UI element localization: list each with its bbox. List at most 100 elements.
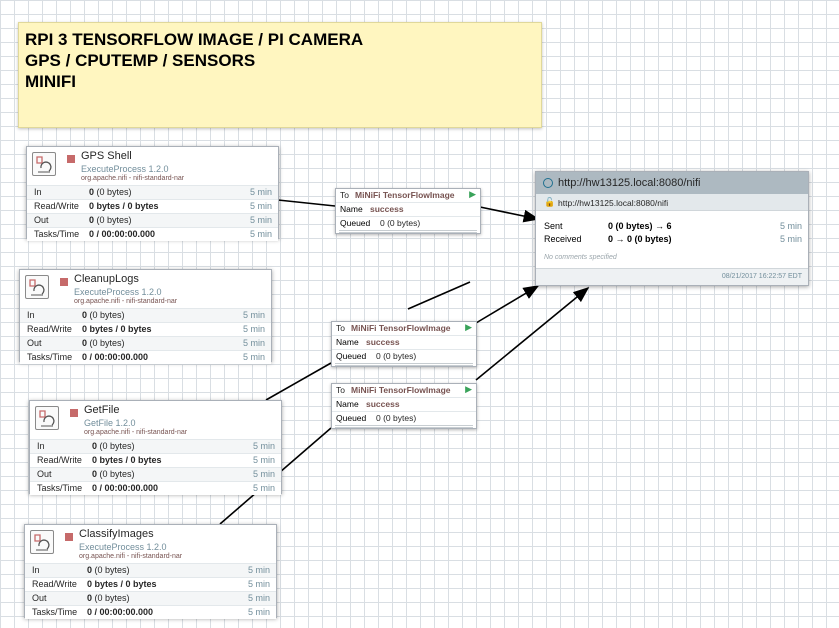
connection-destination: MiNiFi TensorFlowImage [351, 323, 451, 333]
rpg-sent-value: 0 (0 bytes) → 6 [608, 221, 672, 231]
rpg-received-value: 0 → 0 (0 bytes) [608, 234, 672, 244]
stat-label: Read/Write [37, 455, 82, 465]
label-line-1: RPI 3 TENSORFLOW IMAGE / PI CAMERA [25, 30, 364, 49]
queue-progress-bar [336, 230, 480, 233]
stat-suffix: (0 bytes) [92, 593, 130, 603]
label-note[interactable]: RPI 3 TENSORFLOW IMAGE / PI CAMERA GPS /… [18, 22, 542, 128]
play-icon: ▶ [465, 322, 472, 332]
connection-name-row: Name success [332, 398, 476, 412]
connection-line-cleanup[interactable] [407, 281, 471, 310]
stat-value: 0 bytes / 0 bytes [89, 201, 159, 211]
stat-value: 0 [82, 338, 88, 348]
processor-classifyimages[interactable]: ClassifyImages ExecuteProcess 1.2.0 org.… [24, 524, 277, 619]
processor-gps-shell[interactable]: GPS Shell ExecuteProcess 1.2.0 org.apach… [26, 146, 279, 241]
processor-cleanuplogs[interactable]: CleanupLogs ExecuteProcess 1.2.0 org.apa… [19, 269, 272, 364]
stat-time: 5 min [249, 229, 272, 239]
stat-label: Out [32, 593, 47, 603]
stat-time: 5 min [252, 469, 275, 479]
stat-time: 5 min [242, 324, 265, 334]
stat-time: 5 min [252, 483, 275, 493]
connection-line-getfile[interactable] [265, 286, 538, 401]
rpg-title: http://hw13125.local:8080/nifi [558, 177, 701, 189]
connection-name-label: Name [336, 399, 359, 409]
unlock-icon: 🔓 [544, 197, 556, 207]
connection-line-gps[interactable] [277, 199, 538, 219]
stat-time: 5 min [242, 352, 265, 362]
processor-icon [25, 275, 49, 299]
stat-label: Tasks/Time [32, 607, 78, 617]
rpg-sent-label: Sent [544, 221, 563, 231]
stat-value: 0 [87, 565, 93, 575]
stat-suffix: (0 bytes) [97, 441, 135, 451]
stop-icon [67, 155, 75, 163]
connection-name: success [366, 399, 400, 409]
processor-name: GPS Shell [81, 150, 132, 162]
stat-value: 0 / 00:00:00.000 [82, 352, 149, 362]
stat-value: 0 / 00:00:00.000 [87, 607, 154, 617]
processor-getfile[interactable]: GetFile GetFile 1.2.0 org.apache.nifi - … [29, 400, 282, 495]
stat-time: 5 min [249, 187, 272, 197]
connection-queued-row: Queued 0 (0 bytes) [336, 217, 480, 230]
stat-label: Read/Write [34, 201, 79, 211]
connection-destination: MiNiFi TensorFlowImage [355, 190, 455, 200]
stat-label: Out [27, 338, 42, 348]
rpg-header: http://hw13125.local:8080/nifi [536, 172, 808, 194]
stat-suffix: (0 bytes) [87, 310, 125, 320]
processor-bundle: org.apache.nifi - nifi-standard-nar [81, 175, 185, 182]
stat-value: 0 [92, 469, 98, 479]
stat-value: 0 [92, 441, 98, 451]
queue-progress-bar [332, 425, 476, 428]
stat-value: 0 [82, 310, 88, 320]
stat-value: 0 bytes / 0 bytes [92, 455, 162, 465]
connection-name-label: Name [340, 204, 363, 214]
stat-time: 5 min [247, 565, 270, 575]
stat-value: 0 [89, 215, 95, 225]
rpg-last-refreshed: 08/21/2017 16:22:57 EDT [721, 273, 802, 280]
stat-label: Tasks/Time [27, 352, 73, 362]
remote-process-group[interactable]: http://hw13125.local:8080/nifi 🔓 http://… [535, 171, 809, 286]
processor-name: GetFile [84, 404, 120, 416]
stat-suffix: (0 bytes) [92, 565, 130, 575]
processor-type: ExecuteProcess 1.2.0 [74, 287, 162, 297]
stop-icon [60, 278, 68, 286]
connection-destination: MiNiFi TensorFlowImage [351, 385, 451, 395]
label-line-2: GPS / CPUTEMP / SENSORS [25, 51, 256, 70]
rpg-url-bar: 🔓 http://hw13125.local:8080/nifi [536, 194, 808, 211]
stat-label: Out [37, 469, 52, 479]
stat-time: 5 min [247, 607, 270, 617]
stop-icon [65, 533, 73, 541]
stop-icon [70, 409, 78, 417]
processor-bundle: org.apache.nifi - nifi-standard-nar [84, 429, 188, 436]
queue-progress-bar [332, 363, 476, 366]
connection-name: success [366, 337, 400, 347]
stat-label: In [32, 565, 40, 575]
connection-queued-label: Queued [340, 218, 371, 228]
rpg-sent-time: 5 min [779, 221, 802, 231]
label-line-3: MINIFI [25, 72, 76, 91]
connection-queued: 0 (0 bytes) [380, 218, 421, 228]
stat-time: 5 min [247, 593, 270, 603]
connection-to-label: To [340, 190, 349, 200]
connection-queued: 0 (0 bytes) [376, 351, 417, 361]
stat-value: 0 bytes / 0 bytes [87, 579, 157, 589]
rpg-sent-row: Sent 0 (0 bytes) → 6 5 min [536, 220, 808, 233]
stat-row-in: In 0 (0 bytes) 5 min [25, 564, 276, 578]
processor-name: ClassifyImages [79, 528, 154, 540]
stat-suffix: (0 bytes) [94, 187, 132, 197]
